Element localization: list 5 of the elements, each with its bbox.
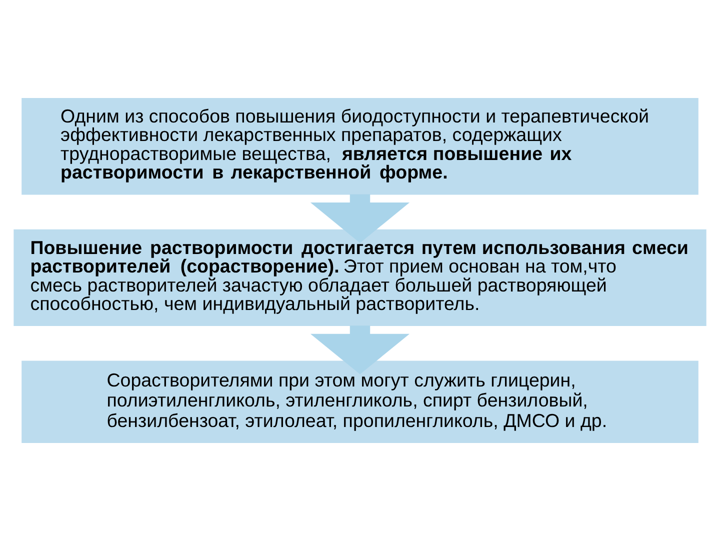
node-box: Сорастворителями при этом могут служить глицерин, полиэтиленгликоль, этиленгликоль, спирт бензиловый, бензилбензоат, этилолеат, пропиленгликоль, ДМСО и др. xyxy=(22,360,698,442)
arrow xyxy=(310,194,410,243)
node-box: Повышение растворимости достигается путем использования смеси растворителей (сорастворение). Этот прием основан на том,что смесь растворителей зачастую обладает большей растворяющей способностью, чем индивидуальный растворитель. xyxy=(14,228,706,326)
arrow xyxy=(310,325,410,374)
node-box: Одним из способов повышения биодоступности и терапевтической эффективности лекарственных препаратов, содержащих труднорастворимые вещества, является повышение их растворимости в лекарственной форме. xyxy=(22,98,698,194)
